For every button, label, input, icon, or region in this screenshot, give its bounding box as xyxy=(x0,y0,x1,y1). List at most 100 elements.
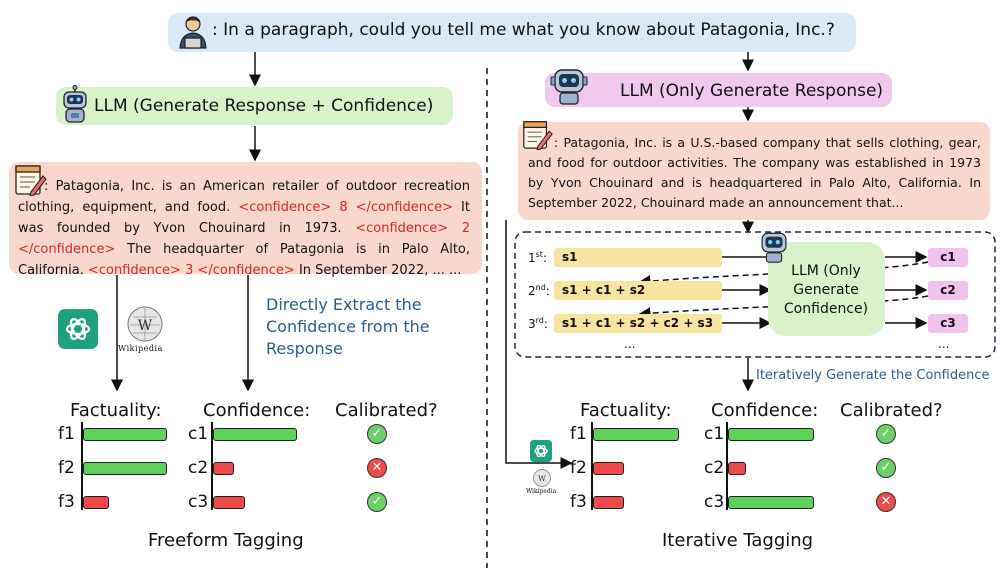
right-conf-bar-c2 xyxy=(728,462,746,475)
robot-icon xyxy=(63,85,87,123)
right-calibrated-header: Calibrated? xyxy=(840,400,943,421)
iter-input-1: s1 xyxy=(554,248,722,267)
left-response-text: : Patagonia, Inc. is an American retaile… xyxy=(18,176,470,281)
left-fact-label-f2: f2 xyxy=(58,458,75,478)
right-conf-label-c2: c2 xyxy=(704,458,725,478)
right-fact-bar-f1 xyxy=(593,428,679,441)
right-response-text: : Patagonia, Inc. is a U.S.-based compan… xyxy=(528,135,981,210)
left-fact-bar-f3 xyxy=(83,496,109,509)
feedback-c2 xyxy=(638,295,929,320)
iter-output-c3: c3 xyxy=(928,314,968,333)
robot-icon xyxy=(550,69,588,105)
left-sentence-4: In September 2022, ... ... xyxy=(294,263,462,278)
arrow-response-to-factuality-right xyxy=(505,220,573,469)
chatgpt-logo-icon xyxy=(58,309,98,349)
right-confidence-axis xyxy=(726,422,728,510)
right-factuality-header: Factuality: xyxy=(580,400,672,421)
iter-ellipsis-left: ... xyxy=(624,337,636,351)
wikipedia-logo-icon: W xyxy=(533,469,551,487)
left-conf-label-c3: c3 xyxy=(188,492,209,512)
right-conf-bar-c3 xyxy=(728,496,814,509)
right-fact-label-f2: f2 xyxy=(570,458,587,478)
right-confidence-header: Confidence: xyxy=(711,400,819,421)
ordinal-number: 2 xyxy=(528,284,536,298)
ordinal-colon: : xyxy=(545,284,550,298)
feedback-c1 xyxy=(638,261,929,288)
cross-icon: ✕ xyxy=(876,492,896,512)
left-calibrated-header: Calibrated? xyxy=(335,400,438,421)
ordinal-number: 3 xyxy=(528,317,536,331)
notepad-icon xyxy=(15,165,47,196)
check-icon: ✓ xyxy=(367,492,387,512)
ordinal-number: 1 xyxy=(528,251,536,265)
ordinal-suffix: rd xyxy=(535,316,544,325)
left-fact-bar-f2 xyxy=(83,462,167,475)
left-sentence-2: It was founded by Yvon Chouinard in 1973… xyxy=(18,200,470,236)
extract-note: Directly Extract the Confidence from the… xyxy=(266,295,430,358)
ordinal-suffix: st xyxy=(535,250,543,259)
ordinal-suffix: nd xyxy=(535,283,546,292)
robot-icon xyxy=(761,232,787,263)
right-fact-label-f3: f3 xyxy=(570,492,587,512)
left-llm-label: LLM (Generate Response + Confidence) xyxy=(94,96,434,116)
iteration-frame xyxy=(514,231,996,358)
svg-text:W: W xyxy=(538,474,546,483)
iter-output-c2: c2 xyxy=(928,281,968,300)
right-caption: Iterative Tagging xyxy=(662,530,814,551)
left-conf-label-c2: c2 xyxy=(188,458,209,478)
left-confidence-tag-2: <confidence> 2 </confidence> xyxy=(18,221,470,257)
right-llm-box xyxy=(545,73,892,107)
left-fact-bar-f1 xyxy=(83,428,167,441)
right-conf-label-c1: c1 xyxy=(704,424,725,444)
right-llm-label: LLM (Only Generate Response) xyxy=(620,81,884,101)
iter-output-c1: c1 xyxy=(928,248,968,267)
right-conf-label-c3: c3 xyxy=(704,492,725,512)
svg-text:W: W xyxy=(138,318,153,334)
check-icon: ✓ xyxy=(876,458,896,478)
ordinal-colon: : xyxy=(543,317,548,331)
chatgpt-logo-icon xyxy=(530,440,552,462)
wikipedia-wordmark: Wikipedia xyxy=(118,344,163,353)
ordinal-colon: : xyxy=(542,251,547,265)
iter-ordinal-1: 1st: xyxy=(528,250,547,265)
right-fact-label-f1: f1 xyxy=(570,424,587,444)
inner-llm-label: LLM (Only Generate Confidence) xyxy=(783,263,869,317)
left-caption: Freeform Tagging xyxy=(148,530,304,551)
left-conf-label-c1: c1 xyxy=(188,424,209,444)
left-conf-bar-c2 xyxy=(213,462,234,475)
left-sentence-1: : Patagonia, Inc. is an American retaile… xyxy=(18,179,470,215)
question-box xyxy=(168,13,856,52)
left-fact-label-f3: f3 xyxy=(58,492,75,512)
left-response-box xyxy=(9,162,482,274)
left-conf-bar-c3 xyxy=(213,496,245,509)
question-text: : In a paragraph, could you tell me what… xyxy=(212,20,835,40)
iter-note: Iteratively Generate the Confidence xyxy=(756,368,990,383)
wikipedia-logo-icon: W xyxy=(127,306,163,342)
right-conf-bar-c1 xyxy=(728,428,814,441)
check-icon: ✓ xyxy=(367,424,387,444)
iter-ellipsis-right: ... xyxy=(938,337,950,351)
left-factuality-header: Factuality: xyxy=(70,400,162,421)
inner-llm-box xyxy=(768,242,885,336)
wikipedia-wordmark: Wikipedia xyxy=(526,488,557,495)
cross-icon: ✕ xyxy=(367,458,387,478)
right-fact-bar-f2 xyxy=(593,462,624,475)
left-confidence-axis xyxy=(211,422,213,510)
left-confidence-header: Confidence: xyxy=(203,400,311,421)
left-fact-label-f1: f1 xyxy=(58,424,75,444)
iter-input-3: s1 + c1 + s2 + c2 + s3 xyxy=(554,314,722,333)
right-response-box xyxy=(518,122,990,220)
iter-ordinal-3: 3rd: xyxy=(528,316,548,331)
left-llm-box xyxy=(56,87,453,125)
right-factuality-axis xyxy=(591,422,593,510)
left-confidence-tag-3: <confidence> 3 </confidence> xyxy=(88,263,295,278)
notepad-icon xyxy=(523,121,553,150)
left-factuality-axis xyxy=(81,422,83,510)
right-fact-bar-f3 xyxy=(593,496,624,509)
user-icon xyxy=(179,16,207,49)
iter-input-2: s1 + c1 + s2 xyxy=(554,281,722,300)
left-confidence-tag-1: <confidence> 8 </confidence> xyxy=(238,200,453,215)
iter-ordinal-2: 2nd: xyxy=(528,283,550,298)
